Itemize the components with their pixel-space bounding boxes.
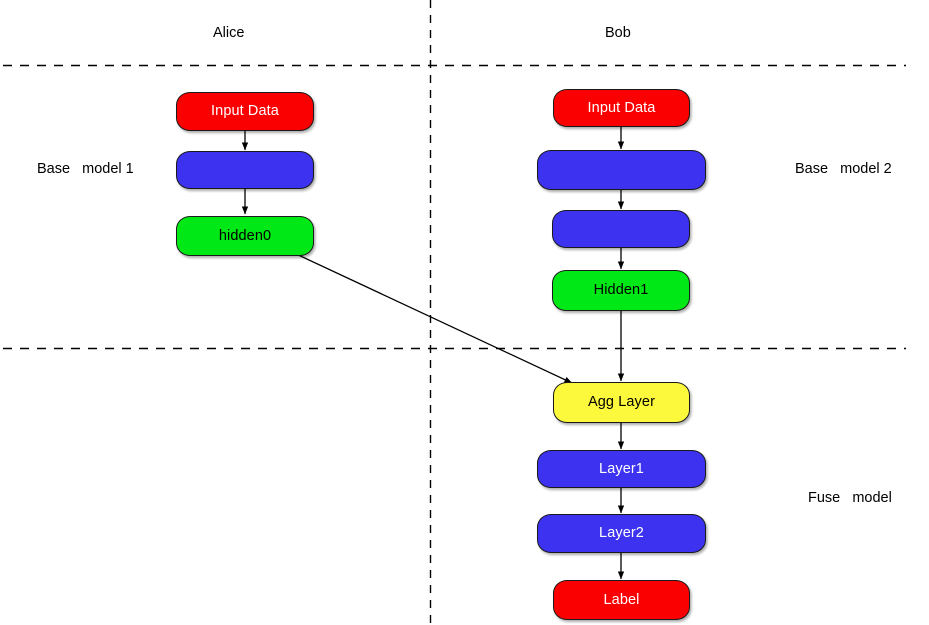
node-label: Hidden1: [593, 282, 649, 299]
section-label-base-model-1: Base model 1: [37, 161, 134, 177]
node-layer1[interactable]: Layer1: [537, 450, 706, 488]
section-label-fuse-model: Fuse model: [808, 490, 892, 506]
node-label: Layer1: [599, 460, 644, 477]
node-agg-layer[interactable]: Agg Layer: [553, 382, 690, 423]
node-label: Label: [603, 591, 640, 608]
node-label: Layer2: [599, 525, 644, 542]
node-alice-hidden-blue[interactable]: [176, 151, 314, 189]
edge-hidden0-to-agg: [293, 252, 573, 384]
node-alice-hidden0[interactable]: hidden0: [176, 216, 314, 256]
node-bob-blue-2[interactable]: [552, 210, 690, 248]
node-label: Input Data: [587, 99, 656, 116]
node-label: Input Data: [211, 103, 279, 120]
node-bob-input-data[interactable]: Input Data: [553, 89, 690, 127]
party-title-alice: Alice: [213, 25, 245, 41]
node-label-output[interactable]: Label: [553, 580, 690, 620]
node-bob-blue-1[interactable]: [537, 150, 706, 190]
section-label-base-model-2: Base model 2: [795, 161, 892, 177]
party-title-bob: Bob: [605, 25, 631, 41]
node-bob-hidden1[interactable]: Hidden1: [552, 270, 690, 311]
node-label: Agg Layer: [588, 394, 655, 411]
node-layer2[interactable]: Layer2: [537, 514, 706, 553]
node-label: hidden0: [218, 227, 272, 244]
node-alice-input-data[interactable]: Input Data: [176, 92, 314, 131]
